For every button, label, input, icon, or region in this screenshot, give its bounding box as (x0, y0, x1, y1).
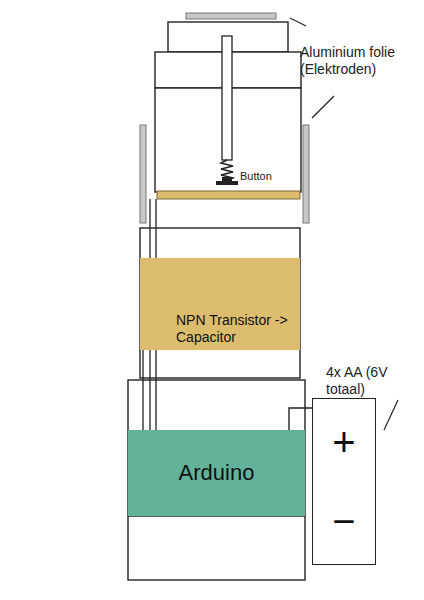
middle-housing (140, 228, 300, 378)
foil-electrode (303, 125, 309, 223)
node-text: NPN Transistor -> Capacitor (176, 312, 294, 346)
wire-connector (289, 408, 312, 430)
node-text: Arduino (179, 460, 255, 486)
leader-line (290, 18, 306, 26)
rod (222, 36, 232, 160)
node-text: + (332, 418, 355, 466)
battery-box: +− (312, 398, 376, 565)
wire (142, 335, 143, 440)
button-label: Button (240, 170, 300, 183)
button-plate (157, 191, 300, 199)
housing (128, 22, 305, 580)
battery-label: 4x AA (6V totaal) (326, 364, 420, 398)
foil-electrode (186, 13, 276, 19)
spring (221, 160, 233, 181)
transistor-box: NPN Transistor -> Capacitor (140, 258, 300, 350)
foil-electrode (140, 125, 146, 223)
leader-line (384, 400, 398, 430)
arduino-box: Arduino (128, 430, 305, 516)
bottom-housing (128, 380, 305, 580)
leader-line (312, 96, 334, 118)
node-text: − (332, 497, 355, 545)
foil-label: Aluminium folie (Elektroden) (300, 44, 418, 78)
button-cap (222, 177, 232, 182)
